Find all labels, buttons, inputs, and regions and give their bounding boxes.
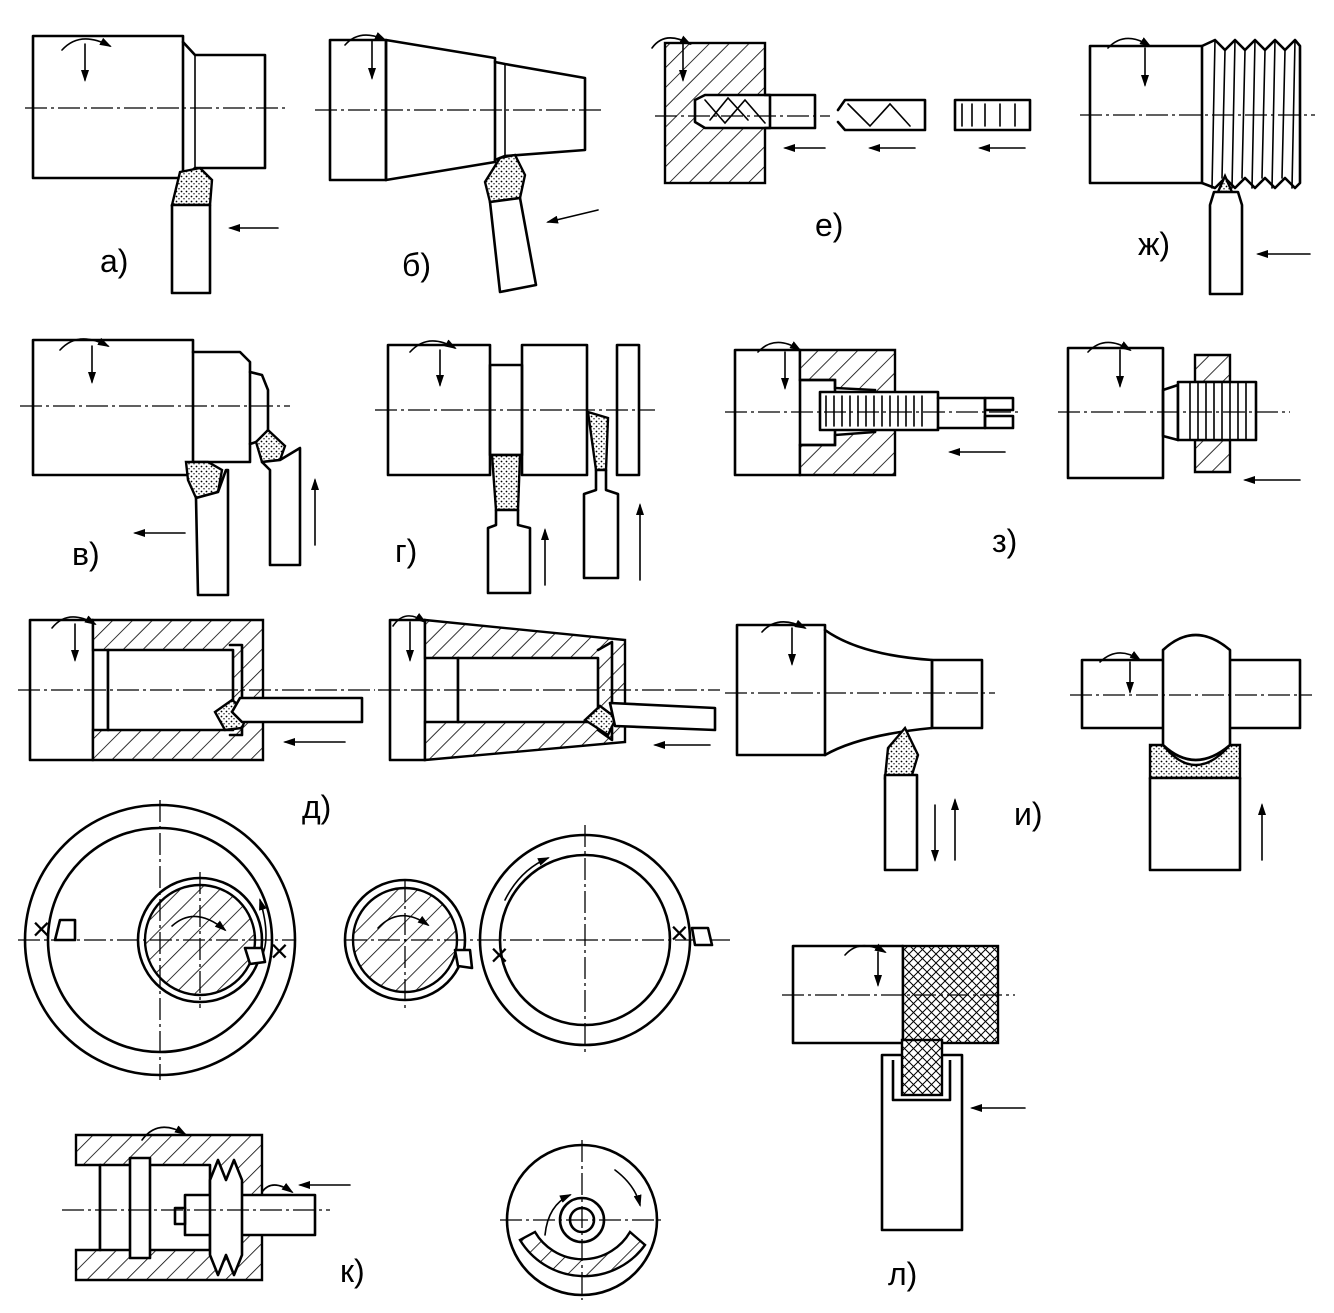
label-i: и) (1014, 796, 1043, 832)
label-k: к) (340, 1253, 365, 1289)
figure-z-threading-tap-die: з) (725, 341, 1301, 559)
figure-d-boring: д) (18, 612, 720, 825)
cross-mark-right: × (270, 933, 289, 969)
label-zh: ж) (1138, 226, 1170, 262)
figure-a-straight-turning: а) (25, 34, 285, 295)
cross-mark-center: × (490, 937, 509, 973)
label-z: з) (992, 523, 1017, 559)
figure-i-shaped-turning: и) (725, 619, 1312, 872)
figure-l-knurling: л) (782, 943, 1026, 1292)
figure-k-eccentric-turning: × × × × к) (18, 800, 730, 1300)
figure-v-facing: в) (20, 337, 319, 597)
label-d: д) (302, 789, 331, 825)
label-v: в) (72, 536, 100, 572)
figure-e-drilling: е) (651, 35, 1032, 243)
label-e: е) (815, 207, 843, 243)
label-b: б) (402, 247, 431, 283)
label-a: а) (100, 243, 128, 279)
label-l: л) (888, 1256, 917, 1292)
cross-mark-left: × (32, 911, 51, 947)
figure-zh-thread-cutting: ж) (1080, 37, 1315, 296)
figure-b-taper-turning: б) (315, 32, 605, 294)
label-g: г) (395, 533, 417, 569)
cross-mark-far: × (670, 915, 689, 951)
figure-g-grooving-cutoff: г) (375, 339, 655, 595)
